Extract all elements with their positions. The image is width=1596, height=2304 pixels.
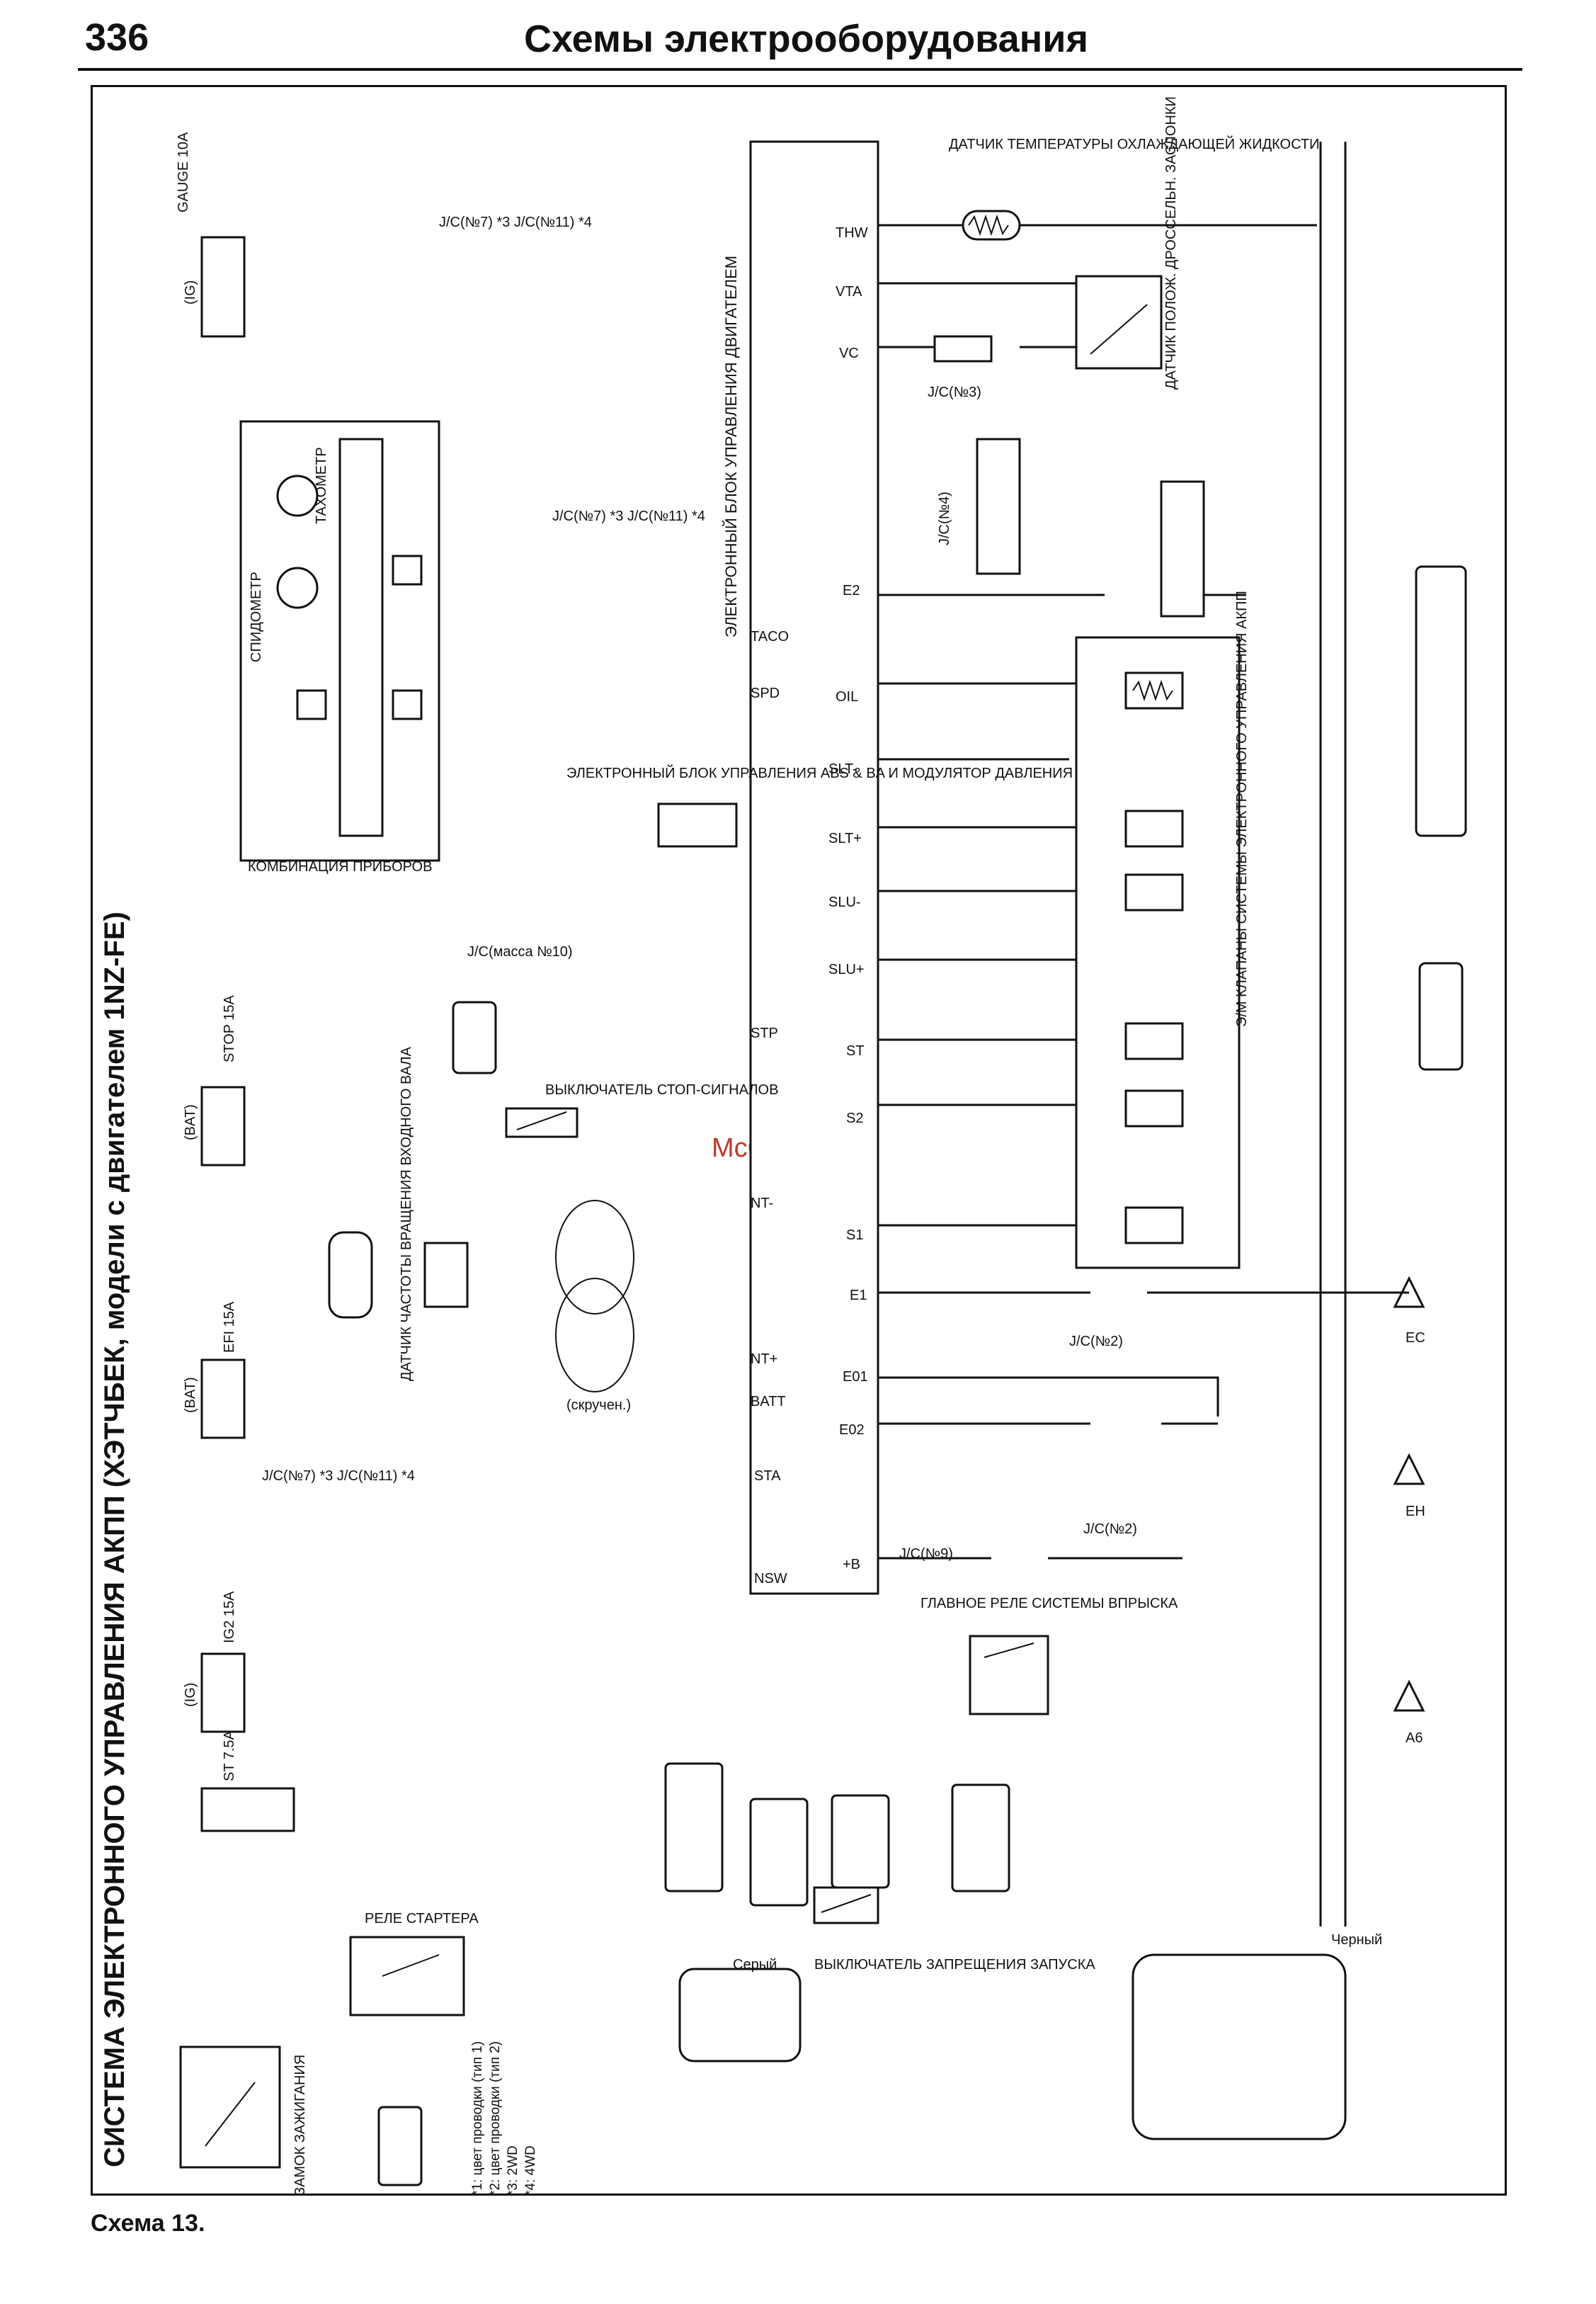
coolant-temp-sensor: ДАТЧИК ТЕМПЕРАТУРЫ ОХЛАЖДАЮЩЕЙ ЖИДКОСТИ [949,135,1319,241]
power-ig-2: (IG) [183,1683,198,1707]
abs-ecu: ЭЛЕКТРОННЫЙ БЛОК УПРАВЛЕНИЯ ABS & BA И М… [566,764,1073,848]
pin-slt-minus: SLT- [828,761,857,777]
pin-nt-minus: NT- [751,1196,773,1211]
gray-label: Серый [733,1957,777,1973]
right-bus-wires [1319,142,1347,1926]
grounds: EC EH A6 [1393,1276,1425,1746]
power-bat-2: (BAT) [183,1377,198,1413]
main-relay-label: ГЛАВНОЕ РЕЛЕ СИСТЕМЫ ВПРЫСКА [920,1596,1178,1611]
speedometer-label: СПИДОМЕТР [249,572,264,662]
pin-sta: STA [754,1468,781,1484]
jc3-label: J/C(№3) [928,385,981,400]
pin-s2: S2 [846,1111,863,1126]
throttle-sensor-label: ДАТЧИК ПОЛОЖ. ДРОССЕЛЬН. ЗАСЛОНКИ [1163,96,1179,390]
park-neutral-switch: ВЫКЛЮЧАТЕЛЬ ЗАПРЕЩЕНИЯ ЗАПУСКА [813,1886,1095,1973]
pin-batt: BATT [751,1394,786,1409]
pin-spd: SPD [751,686,780,701]
header-rule [78,68,1522,71]
jc2-label-b: J/C(№2) [1083,1521,1137,1537]
ignition-switch-label: ЗАМОК ЗАЖИГАНИЯ [292,2055,308,2196]
diagram-frame [91,85,1507,2196]
ground-eh: EH [1406,1504,1425,1519]
power-bat-1: (BAT) [183,1104,198,1140]
ignition-switch: ЗАМОК ЗАЖИГАНИЯ [179,2045,308,2196]
pin-oil: OIL [836,689,858,705]
fuse-efi: EFI 15A [222,1301,237,1353]
ecm-block: ЭЛЕКТРОННЫЙ БЛОК УПРАВЛЕНИЯ ДВИГАТЕЛЕМ [722,140,879,1595]
footnote-2: *2: цвет проводки (тип 2) [488,2041,503,2196]
combination-meter-label: КОМБИНАЦИЯ ПРИБОРОВ [248,859,432,875]
fuse-ig2: IG2 15A [222,1591,237,1643]
fuse-gauge: GAUGE 10A [176,132,191,212]
combination-meter: КОМБИНАЦИЯ ПРИБОРОВ ТАХОМЕТР СПИДОМЕТР [239,420,440,875]
pin-stp: STP [751,1026,778,1041]
jc2-label: J/C(№2) [1069,1334,1123,1349]
page-title: Схемы электрооборудования [524,18,1089,60]
scheme-label: Схема 13. [91,2210,205,2237]
page-number: 336 [85,16,149,59]
jc9-label: J/C(№9) [899,1546,953,1562]
stop-switch-label: ВЫКЛЮЧАТЕЛЬ СТОП-СИГНАЛОВ [545,1082,778,1098]
ecm-pins: THW VTA VC E2 TACO SPD OIL SLT- SLT+ SLU… [751,225,868,1587]
power-ig-1: (IG) [183,280,198,305]
connector-icons [328,565,1467,2186]
pin-vc: VC [839,346,859,361]
pin-nt-plus: NT+ [751,1351,777,1367]
starter-relay: РЕЛЕ СТАРТЕРА [349,1911,479,2016]
jc7-11-label-2: J/C(№7) *3 J/C(№11) *4 [552,509,705,524]
ground-ec: EC [1406,1330,1425,1346]
jc4-label: J/C(№4) [937,492,952,545]
main-relay: ГЛАВНОЕ РЕЛЕ СИСТЕМЫ ВПРЫСКА [920,1596,1178,1715]
page-header: 336 Схемы электрооборудования [0,0,1596,78]
stop-lamp-switch: ВЫКЛЮЧАТЕЛЬ СТОП-СИГНАЛОВ [505,1082,778,1138]
pn-switch-label: ВЫКЛЮЧАТЕЛЬ ЗАПРЕЩЕНИЯ ЗАПУСКА [814,1957,1095,1973]
junction-connectors-e2: J/C(№3) [928,335,1205,618]
jc-mass-label: J/C(масса №10) [467,944,573,960]
pin-plus-b: +B [843,1557,860,1572]
ecm-right-wires [878,224,1409,1560]
pin-nsw: NSW [754,1571,787,1587]
footnotes: *1: цвет проводки (тип 1) *2: цвет прово… [470,2041,538,2196]
throttle-position-sensor: ДАТЧИК ПОЛОЖ. ДРОССЕЛЬН. ЗАСЛОНКИ [1075,96,1179,390]
pin-slu-plus: SLU+ [828,962,865,977]
tachometer-label: ТАХОМЕТР [314,447,329,524]
fuses: GAUGE 10A STOP 15A EFI 15A IG2 15A ST 7.… [176,132,295,1832]
pin-slt-plus: SLT+ [828,831,862,846]
misc-labels: J/C(масса №10) J/C(№2) J/C(№2) J/C(№9) J… [262,215,1382,1973]
fuse-st: ST 7.5A [222,1730,237,1781]
footnote-1: *1: цвет проводки (тип 1) [470,2041,485,2196]
pin-e02: E02 [839,1422,865,1438]
power-sources: (IG) (BAT) (BAT) (IG) [183,280,198,1707]
pin-e01: E01 [843,1369,868,1385]
starter-relay-label: РЕЛЕ СТАРТЕРА [365,1911,479,1926]
abs-ecu-label: ЭЛЕКТРОННЫЙ БЛОК УПРАВЛЕНИЯ ABS & BA И М… [566,764,1073,781]
pin-e1: E1 [850,1288,867,1303]
coolant-sensor-label: ДАТЧИК ТЕМПЕРАТУРЫ ОХЛАЖДАЮЩЕЙ ЖИДКОСТИ [949,135,1319,152]
input-speed-sensor: ДАТЧИК ЧАСТОТЫ ВРАЩЕНИЯ ВХОДНОГО ВАЛА (с… [399,1046,634,1413]
pin-e2: E2 [843,583,860,598]
footnote-3: *3: 2WD [506,2145,520,2196]
twisted-label: (скручен.) [566,1397,631,1413]
solenoid-valves: Э/М КЛАПАНЫ СИСТЕМЫ ЭЛЕКТРОННОГО УПРАВЛЕ… [1075,591,1250,1269]
pin-s1: S1 [846,1227,863,1243]
solenoid-label: Э/М КЛАПАНЫ СИСТЕМЫ ЭЛЕКТРОННОГО УПРАВЛЕ… [1234,591,1250,1027]
pin-taco: TACO [751,629,789,645]
jc7-11-label-1: J/C(№7) *3 J/C(№11) *4 [439,215,592,230]
pin-vta: VTA [836,284,862,300]
fuse-stop: STOP 15A [222,994,237,1062]
ground-a6: A6 [1406,1730,1423,1746]
ecm-label: ЭЛЕКТРОННЫЙ БЛОК УПРАВЛЕНИЯ ДВИГАТЕЛЕМ [722,256,740,637]
pin-st: ST [846,1043,865,1059]
pin-slu-minus: SLU- [828,895,861,910]
jc7-11-label-3: J/C(№7) *3 J/C(№11) *4 [262,1468,415,1484]
pin-thw: THW [836,225,868,241]
speed-sensor-label: ДАТЧИК ЧАСТОТЫ ВРАЩЕНИЯ ВХОДНОГО ВАЛА [399,1046,414,1381]
footnote-4: *4: 4WD [523,2145,538,2196]
black-label: Черный [1331,1932,1382,1948]
